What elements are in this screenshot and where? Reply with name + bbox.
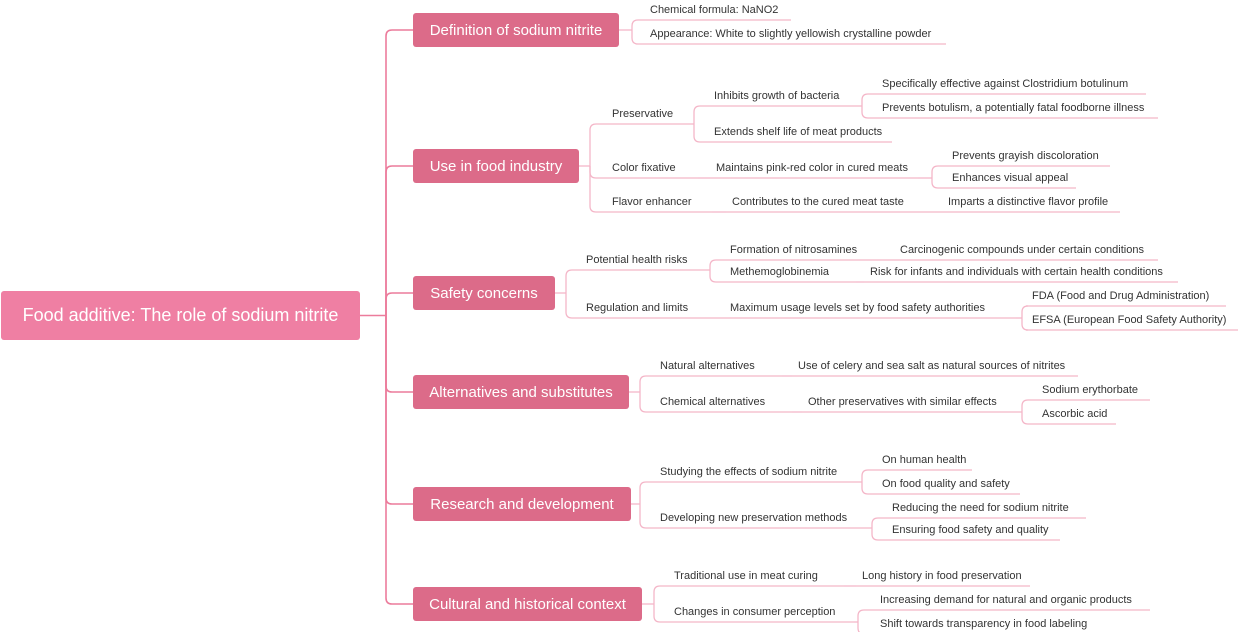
topic-botulism[interactable]: Prevents botulism, a potentially fatal f… <box>882 102 1145 114</box>
sub-connector <box>589 166 606 179</box>
sub-connector <box>631 19 644 30</box>
sub-connector <box>639 375 654 392</box>
branch-use-in-food-industry[interactable]: Use in food industry <box>413 149 579 183</box>
branch-connector <box>385 29 413 316</box>
topic-usage-levels[interactable]: Maximum usage levels set by food safety … <box>730 302 985 314</box>
sub-connector <box>639 504 654 529</box>
topic-food-quality-safety[interactable]: On food quality and safety <box>882 478 1010 490</box>
branch-cultural-context[interactable]: Cultural and historical context <box>413 587 642 621</box>
sub-connector <box>709 259 724 270</box>
branch-alternatives[interactable]: Alternatives and substitutes <box>413 375 629 409</box>
sub-connector <box>857 622 860 632</box>
sub-connector <box>631 30 644 45</box>
topic-appearance[interactable]: Appearance: White to slightly yellowish … <box>650 28 932 40</box>
topic-natural-organic-demand[interactable]: Increasing demand for natural and organi… <box>880 594 1132 606</box>
topic-cured-meat-taste[interactable]: Contributes to the cured meat taste <box>732 196 904 208</box>
branch-connector <box>385 315 413 605</box>
branch-connector <box>385 165 413 316</box>
topic-consumer-perception[interactable]: Changes in consumer perception <box>674 606 836 618</box>
topic-visual-appeal[interactable]: Enhances visual appeal <box>952 172 1069 184</box>
sub-connector <box>861 469 876 482</box>
sub-connector <box>565 293 580 319</box>
topic-other-preservatives[interactable]: Other preservatives with similar effects <box>808 396 997 408</box>
sub-connector <box>709 270 724 283</box>
sub-connector <box>565 269 580 293</box>
topic-inhibits-bacteria[interactable]: Inhibits growth of bacteria <box>714 90 840 102</box>
topic-human-health[interactable]: On human health <box>882 454 967 466</box>
root-topic[interactable]: Food additive: The role of sodium nitrit… <box>1 291 360 340</box>
branch-safety-concerns[interactable]: Safety concerns <box>413 276 555 310</box>
sub-connector <box>861 93 876 106</box>
topic-regulation[interactable]: Regulation and limits <box>586 302 689 314</box>
topic-risk-infants[interactable]: Risk for infants and individuals with ce… <box>870 266 1163 278</box>
topic-ensuring-safety[interactable]: Ensuring food safety and quality <box>892 524 1049 536</box>
sub-connector <box>589 166 606 213</box>
branch-connector <box>385 315 413 393</box>
topic-methemoglobinemia[interactable]: Methemoglobinemia <box>730 266 830 278</box>
sub-connector <box>931 178 946 189</box>
sub-connector <box>1021 399 1036 412</box>
topic-natural-alternatives[interactable]: Natural alternatives <box>660 360 755 372</box>
topic-clostridium[interactable]: Specifically effective against Clostridi… <box>882 78 1129 90</box>
topic-studying-effects[interactable]: Studying the effects of sodium nitrite <box>660 466 838 478</box>
sub-connector <box>871 528 886 541</box>
topic-efsa[interactable]: EFSA (European Food Safety Authority) <box>1032 314 1227 326</box>
sub-connector <box>931 165 946 178</box>
topic-sodium-erythorbate[interactable]: Sodium erythorbate <box>1042 384 1138 396</box>
topic-pink-red-color[interactable]: Maintains pink-red color in cured meats <box>716 162 908 174</box>
sub-connector <box>871 517 886 528</box>
sub-connector <box>861 482 876 495</box>
topic-chemical-formula[interactable]: Chemical formula: NaNO2 <box>650 4 779 16</box>
topic-transparency-labeling[interactable]: Shift towards transparency in food label… <box>880 618 1088 630</box>
sub-connector <box>653 604 668 623</box>
branch-connector <box>385 315 413 505</box>
topic-traditional-use[interactable]: Traditional use in meat curing <box>674 570 818 582</box>
topic-long-history[interactable]: Long history in food preservation <box>862 570 1022 582</box>
branch-research[interactable]: Research and development <box>413 487 631 521</box>
topic-reducing-need[interactable]: Reducing the need for sodium nitrite <box>892 502 1069 514</box>
topic-chemical-alternatives[interactable]: Chemical alternatives <box>660 396 766 408</box>
topic-nitrosamines[interactable]: Formation of nitrosamines <box>730 244 858 256</box>
topic-carcinogenic[interactable]: Carcinogenic compounds under certain con… <box>900 244 1144 256</box>
topic-celery-sea-salt[interactable]: Use of celery and sea salt as natural so… <box>798 360 1066 372</box>
sub-connector <box>653 585 668 604</box>
sub-connector <box>693 105 708 124</box>
branch-connector <box>385 292 413 316</box>
topic-flavor-profile[interactable]: Imparts a distinctive flavor profile <box>948 196 1109 208</box>
sub-connector <box>1021 412 1036 425</box>
topic-new-preservation[interactable]: Developing new preservation methods <box>660 512 848 524</box>
sub-connector <box>857 609 874 622</box>
sub-connector <box>589 123 606 166</box>
sub-connector <box>693 124 708 143</box>
sub-connector <box>861 106 876 119</box>
topic-flavor-enhancer[interactable]: Flavor enhancer <box>612 196 692 208</box>
branch-definition[interactable]: Definition of sodium nitrite <box>413 13 619 47</box>
topic-grayish-discoloration[interactable]: Prevents grayish discoloration <box>952 150 1099 162</box>
topic-preservative[interactable]: Preservative <box>612 108 674 120</box>
topic-shelf-life[interactable]: Extends shelf life of meat products <box>714 126 883 138</box>
sub-connector <box>639 481 654 504</box>
topic-fda[interactable]: FDA (Food and Drug Administration) <box>1032 290 1210 302</box>
topic-health-risks[interactable]: Potential health risks <box>586 254 688 266</box>
topic-ascorbic-acid[interactable]: Ascorbic acid <box>1042 408 1108 420</box>
topic-color-fixative[interactable]: Color fixative <box>612 162 676 174</box>
sub-connector <box>639 392 654 413</box>
